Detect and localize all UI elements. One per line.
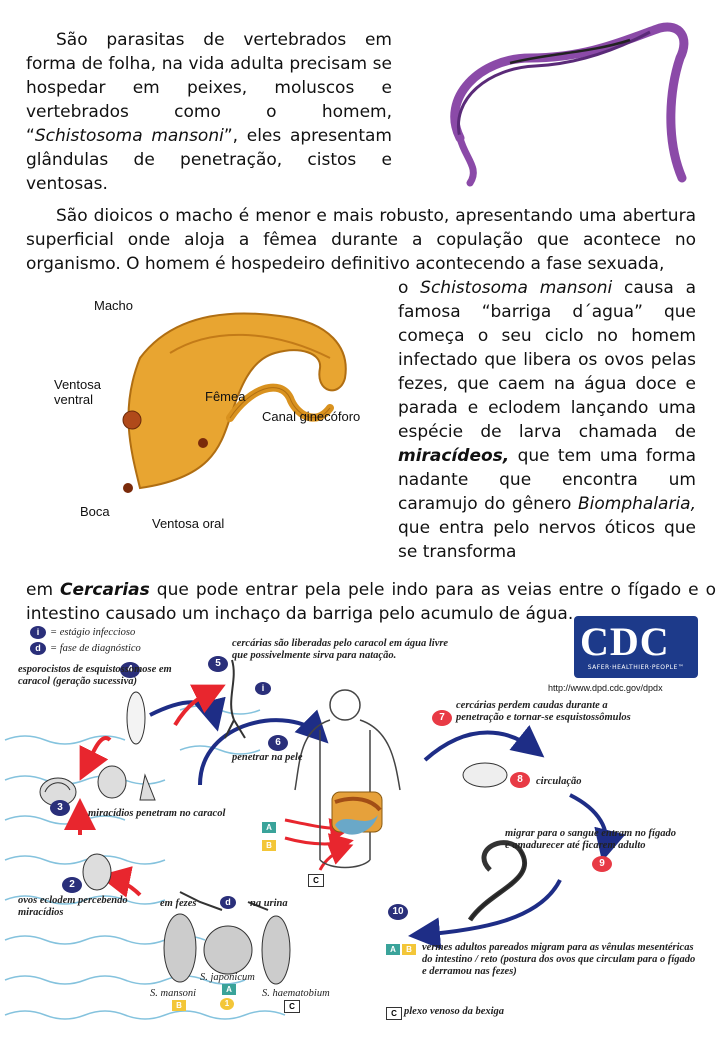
- step-10-b-square: B: [402, 944, 416, 955]
- anatomy-illustration: [122, 312, 347, 493]
- cdc-logo-letters: CDC: [580, 619, 670, 664]
- label-canal-ginecoforo: Canal ginecóforo: [262, 409, 361, 424]
- species-haematobium-c-square: C: [284, 1000, 300, 1013]
- label-ventosa-ventral: Ventosa ventral: [54, 377, 101, 407]
- paragraph-intro: São parasitas de vertebrados em forma de…: [26, 30, 392, 194]
- step-8-label: circulação: [536, 776, 582, 787]
- step-9-label: migrar para o sangue entram no fígado e …: [505, 828, 676, 851]
- step-10-label: vermes adultos pareados migram para as v…: [422, 942, 696, 977]
- species-japonicum: S. japonicum: [200, 972, 255, 983]
- legend-diagnostic-icon: d: [30, 642, 46, 655]
- diagnostic-icon: d: [220, 896, 236, 909]
- species-mansoni: S. mansoni: [150, 988, 197, 999]
- route-c-square: C: [308, 874, 324, 887]
- life-cycle-diagram: [4, 659, 626, 1020]
- paragraph-dioicos: São dioicos o macho é menor e mais robus…: [26, 206, 696, 274]
- step-1-badge: 1: [220, 998, 234, 1010]
- step-3-badge: 3: [50, 800, 70, 816]
- step-9-badge: 9: [592, 856, 612, 872]
- step-7-badge: 7: [432, 710, 452, 726]
- step-5-label: cercárias são liberadas pelo caracol em …: [232, 638, 449, 661]
- step-2-badge: 2: [62, 877, 82, 893]
- paragraph-schistosoma: o Schistosoma mansoni causa a famosa “ba…: [398, 278, 696, 562]
- step-6-badge: 6: [268, 735, 288, 751]
- step-4-badge: 4: [120, 662, 140, 678]
- cdc-logo: CDC SAFER·HEALTHIER·PEOPLE™: [574, 616, 698, 678]
- step-6-label: penetrar na pele: [232, 752, 303, 763]
- label-ventosa-oral: Ventosa oral: [152, 516, 225, 531]
- step-2-label: ovos eclodem percebendo miracídios: [18, 895, 128, 918]
- step-5-badge: 5: [208, 656, 228, 672]
- plexo-c-square: C: [386, 1007, 402, 1020]
- route-a-square: A: [262, 822, 276, 833]
- cdc-url: http://www.dpd.cdc.gov/dpdx: [548, 683, 663, 693]
- step-8-badge: 8: [510, 772, 530, 788]
- step-4-label: esporocistos de esquistossomose em carac…: [18, 664, 172, 687]
- plexo-label: plexo venoso da bexiga: [404, 1006, 505, 1017]
- step-7-label: cercárias perdem caudas durante a penetr…: [456, 700, 631, 723]
- step-5-infective-icon: i: [255, 682, 271, 695]
- step-10-a-square: A: [386, 944, 400, 955]
- label-boca: Boca: [80, 504, 110, 519]
- species-mansoni-b-square: B: [172, 1000, 186, 1011]
- label-macho: Macho: [94, 298, 134, 313]
- worm-photo: [450, 22, 689, 187]
- species-haematobium: S. haematobium: [262, 988, 330, 999]
- label-na-urina: na urina: [250, 898, 288, 909]
- step-3-label: miracídios penetram no caracol: [88, 808, 226, 819]
- step-10-badge: 10: [388, 904, 408, 920]
- legend-infective-icon: i: [30, 626, 46, 639]
- cdc-logo-tagline: SAFER·HEALTHIER·PEOPLE™: [587, 664, 685, 671]
- species-japonicum-a-square: A: [222, 984, 236, 995]
- route-b-square: B: [262, 840, 276, 851]
- legend-infective-label: = estágio infeccioso: [50, 627, 136, 638]
- legend-diagnostic-label: = fase de diagnóstico: [50, 643, 141, 654]
- paragraph-cercarias: em Cercarias que pode entrar pela pele i…: [26, 580, 716, 624]
- label-femea: Fêmea: [205, 389, 246, 404]
- label-em-fezes: em fezes: [160, 898, 197, 909]
